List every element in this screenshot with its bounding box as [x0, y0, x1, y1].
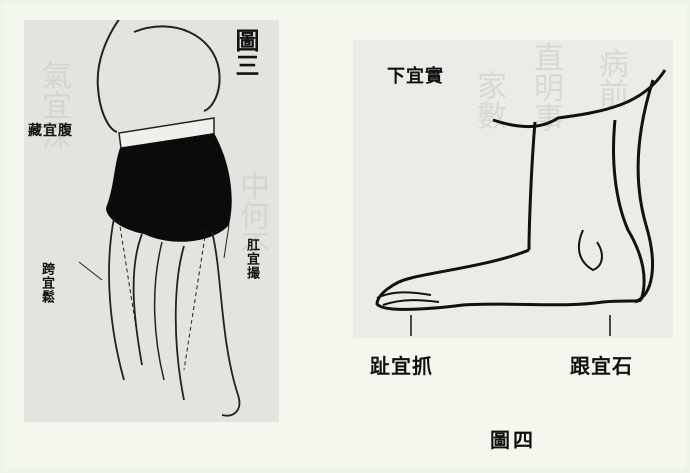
figure-4-photo: 直明事 病前 家數 下宜實 — [353, 40, 673, 338]
figure-3-title-char-1: 圖 — [231, 28, 259, 53]
figure-4-caption: 圖四 — [490, 428, 536, 452]
foot-drawing — [375, 69, 667, 336]
label-anus: 肛宜撮 — [244, 238, 259, 280]
figure-3-title-char-2: 三 — [231, 53, 259, 78]
label-hip: 跨宜鬆 — [39, 262, 54, 304]
figure-3-photo: 氣宜深 中何不 圖三 藏宜腹 肛宜撮 跨宜鬆 — [24, 20, 279, 422]
label-heel: 跟宜石 — [570, 354, 633, 378]
label-lower-body: 下宜實 — [387, 66, 444, 87]
label-abdomen: 藏宜腹 — [28, 123, 73, 139]
background-text: 中何不 — [234, 170, 269, 260]
figure-3-title: 圖三 — [231, 28, 259, 78]
label-toes: 趾宜抓 — [370, 354, 433, 378]
background-text: 家數 — [471, 70, 506, 130]
background-text: 氣宜深 — [36, 60, 71, 150]
hip-figure-drawing — [78, 20, 241, 417]
background-text: 病前 — [593, 48, 628, 108]
